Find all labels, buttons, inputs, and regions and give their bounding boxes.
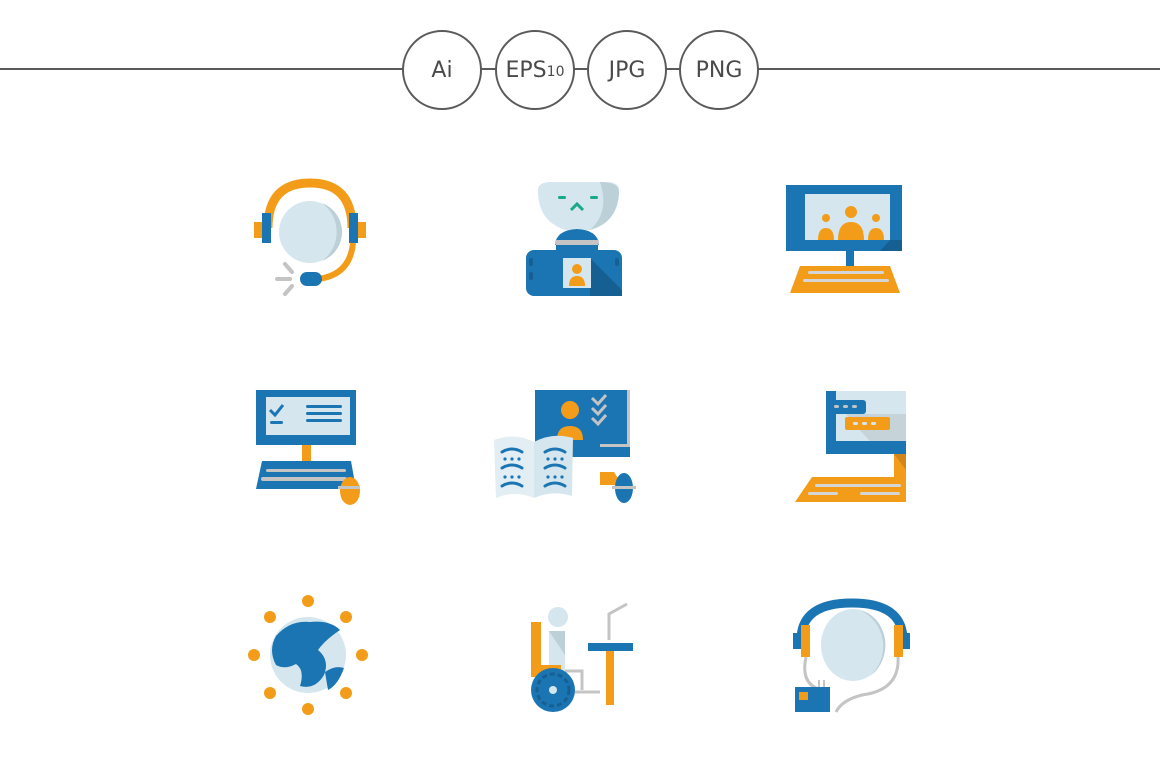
headset-support-icon — [254, 178, 366, 296]
format-label: EPS — [505, 57, 547, 83]
telepresence-robot-icon — [526, 182, 622, 296]
video-conference-icon — [786, 185, 902, 293]
format-label: JPG — [608, 57, 646, 83]
format-label: Ai — [431, 57, 453, 83]
laptop-chat-icon — [795, 391, 906, 502]
format-version: 10 — [546, 64, 565, 80]
format-badge-jpg: JPG — [587, 30, 667, 110]
format-label: PNG — [695, 57, 743, 83]
format-badge-ai: Ai — [402, 30, 482, 110]
wheelchair-workplace-icon — [531, 602, 633, 712]
online-test-computer-icon — [256, 390, 360, 505]
global-network-icon — [248, 595, 368, 715]
format-badge-png: PNG — [679, 30, 759, 110]
header-divider-line — [0, 68, 1160, 70]
e-learning-book-icon — [494, 390, 636, 503]
headphones-device-icon — [793, 598, 910, 713]
